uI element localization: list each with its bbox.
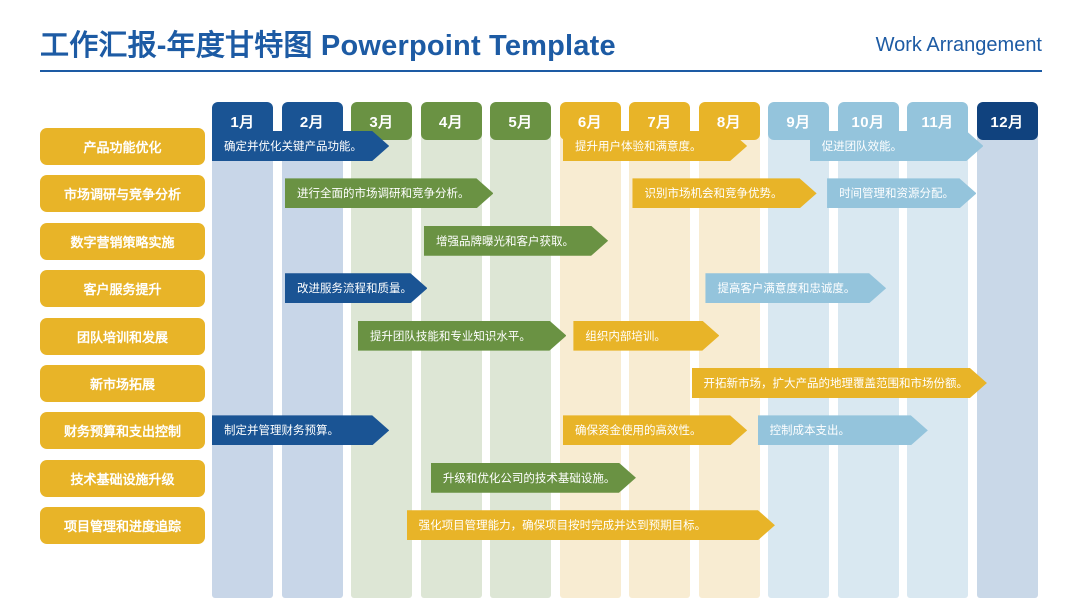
month-header-label: 7月 (647, 113, 672, 131)
gantt-bar-label: 促进团队效能。 (821, 141, 903, 153)
gantt-bar[interactable]: 提升团队技能和专业知识水平。 (358, 321, 567, 351)
gantt-bar-label: 强化项目管理能力，确保项目按时完成并达到预期目标。 (418, 520, 707, 533)
gantt-bar-label: 确保资金使用的高效性。 (574, 425, 702, 438)
gantt-bar[interactable]: 制定并管理财务预算。 (212, 415, 389, 445)
gantt-bar[interactable]: 促进团队效能。 (810, 131, 984, 161)
month-header-label: 9月 (786, 113, 811, 131)
gantt-bar-label: 进行全面的市场调研和竞争分析。 (296, 188, 470, 201)
task-label-text: 产品功能优化 (83, 140, 162, 155)
gantt-bar-label: 开拓新市场，扩大产品的地理覆盖范围和市场份额。 (703, 378, 969, 390)
task-label-5[interactable]: 团队培训和发展 (40, 317, 205, 355)
gantt-bar-label: 提升团队技能和专业知识水平。 (369, 330, 531, 343)
gantt-chart: 1月 2月 3月 4月 5月 6月 7月 8月 9月 10月 11月 12月 产品功能优化市场调研与竞… (0, 78, 1080, 608)
gantt-bar[interactable]: 控制成本支出。 (758, 415, 928, 445)
task-label-text: 客户服务提升 (83, 282, 162, 298)
gantt-bar-label: 提高客户满意度和忠诚度。 (717, 283, 856, 296)
month-header-label: 4月 (438, 113, 464, 131)
month-header-label: 8月 (716, 113, 742, 131)
gantt-bar-label: 制定并管理财务预算。 (224, 425, 339, 438)
task-label-1[interactable]: 产品功能优化 (40, 128, 205, 165)
month-header-12[interactable]: 12月 (976, 102, 1038, 140)
month-band-12 (976, 108, 1038, 598)
gantt-bar[interactable]: 时间管理和资源分配。 (827, 178, 976, 208)
gantt-bar-label: 控制成本支出。 (769, 425, 851, 438)
task-label-9[interactable]: 项目管理和进度追踪 (40, 507, 205, 545)
month-header-label: 5月 (508, 113, 533, 131)
gantt-bar[interactable]: 升级和优化公司的技术基础设施。 (431, 463, 636, 493)
gantt-bar[interactable]: 提升用户体验和满意度。 (563, 131, 747, 161)
month-header-4[interactable]: 4月 (420, 102, 482, 140)
gantt-bar[interactable]: 识别市场机会和竞争优势。 (632, 178, 816, 208)
gantt-bar-label: 增强品牌曝光和客户获取。 (435, 235, 574, 248)
task-label-7[interactable]: 财务预算和支出控制 (40, 412, 205, 450)
task-label-text: 市场调研与竞争分析 (63, 187, 181, 203)
task-label-4[interactable]: 客户服务提升 (40, 270, 205, 308)
month-header-label: 11月 (921, 113, 954, 131)
gantt-bar[interactable]: 强化项目管理能力，确保项目按时完成并达到预期目标。 (407, 510, 775, 540)
gantt-bar-label: 升级和优化公司的技术基础设施。 (442, 472, 616, 485)
page-subtitle: Work Arrangement (875, 34, 1042, 56)
task-label-2[interactable]: 市场调研与竞争分析 (40, 175, 205, 213)
gantt-bar-label: 识别市场机会和竞争优势。 (644, 188, 783, 201)
gantt-bar-label: 组织内部培训。 (585, 330, 666, 343)
task-label-8[interactable]: 技术基础设施升级 (40, 459, 205, 497)
task-label-text: 财务预算和支出控制 (63, 424, 181, 440)
month-header-label: 6月 (577, 113, 603, 131)
month-band-1 (212, 108, 273, 598)
gantt-bar[interactable]: 组织内部培训。 (573, 321, 719, 351)
month-header-label: 3月 (369, 113, 394, 131)
gantt-bar-label: 确定并优化关键产品功能。 (224, 141, 362, 153)
gantt-bar[interactable]: 进行全面的市场调研和竞争分析。 (285, 178, 494, 208)
header-divider (40, 70, 1042, 72)
page-header: 工作汇报-年度甘特图 Powerpoint Template Work Arra… (0, 0, 1080, 78)
month-header-5[interactable]: 5月 (490, 102, 551, 140)
task-label-3[interactable]: 数字营销策略实施 (40, 222, 205, 260)
gantt-bar[interactable]: 增强品牌曝光和客户获取。 (424, 226, 608, 256)
month-header-label: 12月 (990, 113, 1024, 131)
gantt-bar[interactable]: 提高客户满意度和忠诚度。 (705, 273, 886, 303)
task-label-text: 团队培训和发展 (76, 329, 168, 345)
task-label-6[interactable]: 新市场拓展 (40, 365, 205, 402)
task-label-text: 技术基础设施升级 (70, 471, 175, 487)
gantt-bar[interactable]: 改进服务流程和质量。 (285, 273, 427, 303)
gantt-bar[interactable]: 开拓新市场，扩大产品的地理覆盖范围和市场份额。 (692, 368, 987, 398)
gantt-bar[interactable]: 确保资金使用的高效性。 (563, 415, 747, 445)
month-header-label: 1月 (230, 113, 255, 131)
task-label-text: 数字营销策略实施 (70, 234, 175, 250)
page-title: 工作汇报-年度甘特图 Powerpoint Template (40, 30, 616, 62)
gantt-bar-label: 提升用户体验和满意度。 (574, 141, 702, 153)
task-label-text: 新市场拓展 (89, 377, 155, 392)
gantt-bar[interactable]: 确定并优化关键产品功能。 (212, 131, 389, 161)
gantt-bar-label: 时间管理和资源分配。 (839, 188, 955, 201)
task-label-text: 项目管理和进度追踪 (63, 519, 181, 535)
gantt-bar-label: 改进服务流程和质量。 (296, 283, 412, 296)
month-header-label: 2月 (299, 113, 325, 131)
month-header-label: 10月 (851, 113, 885, 131)
